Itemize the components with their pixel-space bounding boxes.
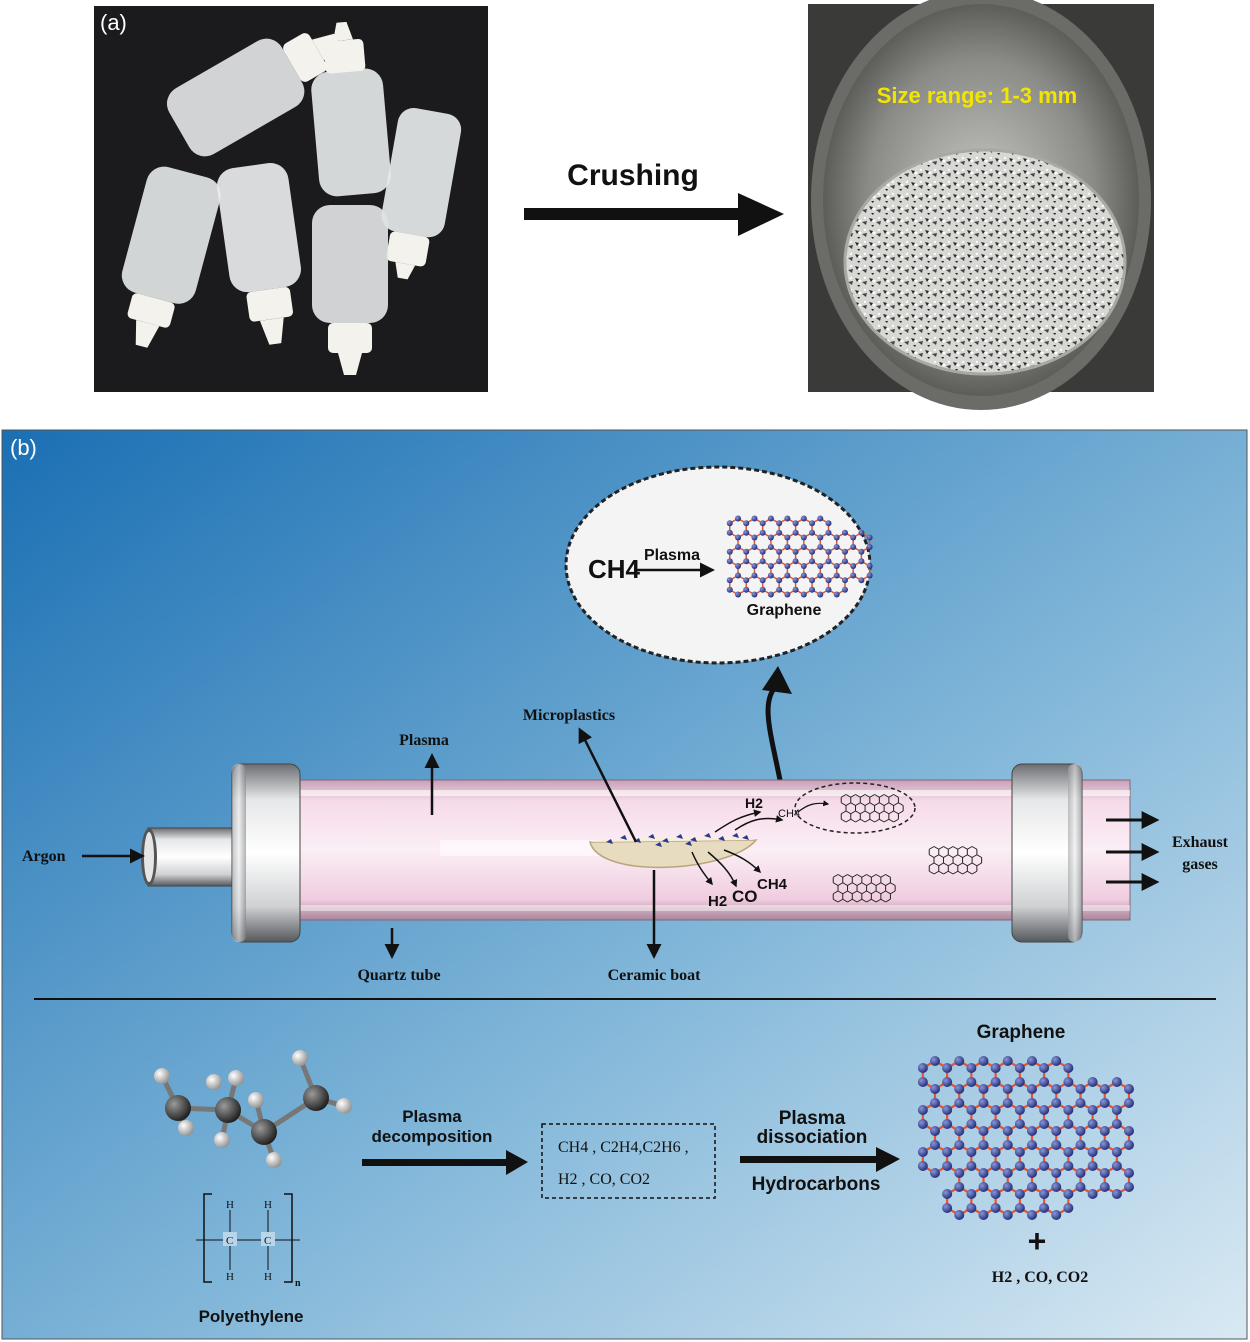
inset-reactant: CH4 [588,554,641,584]
graphene-growth-zone [794,782,916,834]
petri-dish-photo: Size range: 1-3 mm [808,0,1154,410]
formula-h3: H [226,1271,234,1283]
ceramic-boat-label: Ceramic boat [608,967,702,984]
formula-n: n [295,1278,301,1289]
polyethylene-label: Polyethylene [199,1307,304,1326]
panel-a: (a) Crushing Size range: 1-3 mm [94,0,1154,410]
intermediates-line-2: H2 , CO, CO2 [558,1171,650,1188]
plus-sign: + [1028,1223,1047,1259]
inset-bubble: CH4 Plasma Graphene [564,465,873,665]
graphene-title: Graphene [977,1022,1066,1043]
graphene-lattice-icon [840,794,904,823]
ceramic-boat [589,833,758,869]
inlet-pipe [147,827,244,887]
panel-a-label: (a) [100,10,127,35]
bottle-icon [311,21,391,197]
reactor: H2 CH4 H2 CO CH4 [141,763,1131,943]
formula-h4: H [264,1271,272,1283]
gas-ch4-lower: CH4 [757,876,788,893]
bottles-photo: (a) [94,6,488,392]
step2-label-3: Hydrocarbons [752,1174,881,1195]
intermediates-line-1: CH4 , C2H4,C2H6 , [558,1139,689,1156]
graphene-lattice-icon [928,846,983,875]
argon-label: Argon [22,848,66,865]
inset-product: Graphene [747,602,822,619]
panel-b-label: (b) [10,435,37,460]
exhaust-label-2: gases [1182,856,1218,873]
formula-c1: C [226,1235,233,1247]
step1-label-1: Plasma [402,1107,462,1126]
bottle-icon [381,108,462,280]
inset-arrow-label: Plasma [644,547,700,564]
formula-h2: H [264,1199,272,1211]
graphene-lattice-icon [832,874,896,903]
formula-h1: H [226,1199,234,1211]
bottle-icon [121,166,221,348]
size-range-label: Size range: 1-3 mm [877,83,1078,108]
graphene-lattice-icon [917,1056,1134,1220]
formula-c2: C [264,1235,271,1247]
gas-ch4-upper: CH4 [778,808,800,820]
microplastics-label: Microplastics [523,707,615,724]
molecule-icon [154,1050,352,1168]
polyethylene-formula: H H C C H H n [196,1193,301,1289]
gas-co: CO [732,887,758,906]
panel-b: (b) CH4 Plasma Graphene [1,429,1248,1340]
crushing-label: Crushing [567,159,699,192]
plasma-label: Plasma [399,732,449,749]
graphene-lattice-icon [726,515,873,598]
step2-label-1: Plasma [779,1108,846,1129]
exhaust-label-1: Exhaust [1172,834,1229,851]
crushing-arrow [524,193,784,236]
bottle-icon [312,205,388,375]
gas-h2-lower: H2 [708,893,727,910]
step2-label-2: dissociation [757,1127,868,1148]
bottle-icon [216,163,301,345]
quartz-tube-label: Quartz tube [357,967,440,984]
byproducts-label: H2 , CO, CO2 [992,1269,1088,1286]
intermediates-box [541,1123,716,1199]
step1-label-2: decomposition [372,1127,493,1146]
gas-h2-upper: H2 [745,795,763,811]
petri-dish-icon [845,150,1125,374]
